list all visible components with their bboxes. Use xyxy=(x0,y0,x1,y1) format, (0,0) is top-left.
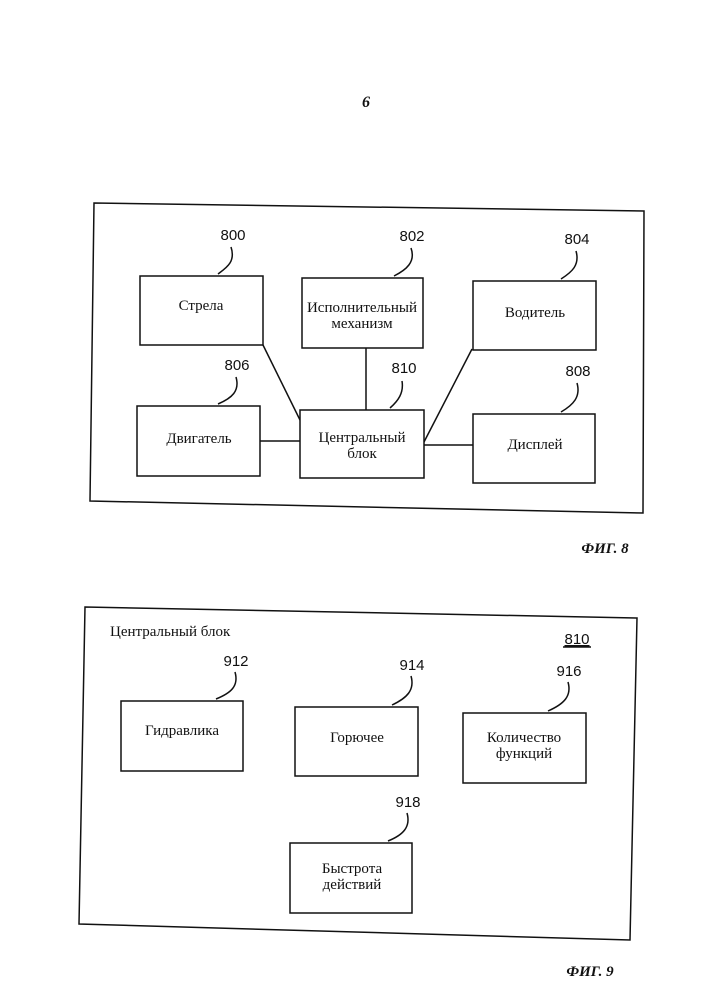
block-bystrota-label-1: Быстрота xyxy=(322,861,383,877)
leader-916 xyxy=(548,682,569,711)
page-number: 6 xyxy=(362,94,370,111)
ref-916: 916 xyxy=(556,663,581,680)
block-kolichestvo-label-1: Количество xyxy=(487,730,561,746)
block-bystrota-label-2: действий xyxy=(323,877,382,893)
block-centralny: Центральный блок 810 xyxy=(300,360,424,478)
block-ispoln-label-2: механизм xyxy=(331,316,393,332)
leader-804 xyxy=(561,251,577,279)
block-ispolnitelny-mehanizm: Исполнительный механизм 802 xyxy=(302,228,425,348)
block-central-label-2: блок xyxy=(347,446,377,462)
fig9-caption: ФИГ. 9 xyxy=(566,964,614,980)
ref-810: 810 xyxy=(391,360,416,377)
block-strela-label: Стрела xyxy=(179,298,224,314)
block-voditel: Водитель 804 xyxy=(473,231,596,350)
block-dvigatel-label: Двигатель xyxy=(166,431,231,447)
ref-918: 918 xyxy=(395,794,420,811)
block-kolichestvo-funkciy: Количество функций 916 xyxy=(463,663,586,783)
leader-808 xyxy=(561,383,578,412)
ref-804: 804 xyxy=(564,231,589,248)
ref-914: 914 xyxy=(399,657,424,674)
ref-808: 808 xyxy=(565,363,590,380)
block-dvigatel: Двигатель 806 xyxy=(137,357,260,476)
fig9-ref-810: 810 xyxy=(564,631,589,648)
leader-914 xyxy=(392,676,412,705)
ref-800: 800 xyxy=(220,227,245,244)
block-gidravlika: Гидравлика 912 xyxy=(121,653,249,771)
block-strela: Стрела 800 xyxy=(140,227,263,345)
fig9-diagram: Центральный блок 810 Гидравлика 912 Горю… xyxy=(79,607,637,940)
block-displey-label: Дисплей xyxy=(507,437,562,453)
leader-802 xyxy=(394,248,412,276)
ref-912: 912 xyxy=(223,653,248,670)
block-bystrota-deystviy: Быстрота действий 918 xyxy=(290,794,421,913)
fig8-caption: ФИГ. 8 xyxy=(581,541,629,557)
leader-806 xyxy=(218,377,237,404)
block-goryuchee: Горючее 914 xyxy=(295,657,425,776)
block-goryuchee-label: Горючее xyxy=(330,730,384,746)
leader-912 xyxy=(216,672,236,699)
block-kolichestvo-label-2: функций xyxy=(496,746,552,762)
block-displey: Дисплей 808 xyxy=(473,363,595,483)
connector-voditel-central xyxy=(424,349,472,442)
leader-918 xyxy=(388,813,408,841)
leader-810 xyxy=(390,381,402,408)
connector-strela-central xyxy=(263,345,300,420)
block-ispoln-label-1: Исполнительный xyxy=(307,300,417,316)
fig9-title: Центральный блок xyxy=(110,624,231,640)
leader-800 xyxy=(218,247,232,274)
block-central-label-1: Центральный xyxy=(318,430,405,446)
block-voditel-label: Водитель xyxy=(505,305,565,321)
ref-806: 806 xyxy=(224,357,249,374)
ref-802: 802 xyxy=(399,228,424,245)
fig8-diagram: Стрела 800 Исполнительный механизм 802 В… xyxy=(90,203,644,513)
block-gidravlika-label: Гидравлика xyxy=(145,723,219,739)
